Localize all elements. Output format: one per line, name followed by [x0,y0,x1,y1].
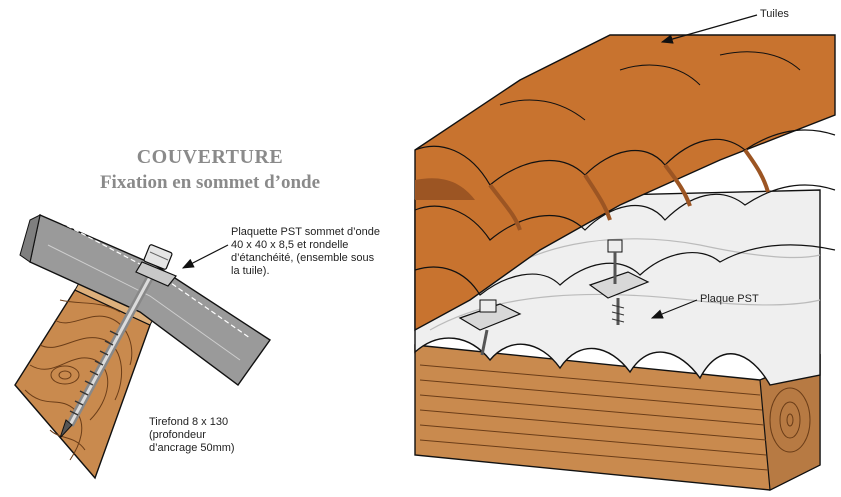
plaquette-label-line: Plaquette PST sommet d’onde [231,226,380,238]
timber-beam [414,344,821,491]
tirefond-label-line: (profondeur [149,429,206,441]
plaquette-label-line: 40 x 40 x 8,5 et rondelle [231,239,349,251]
tirefond-label: Tirefond 8 x 130 (profondeur d’ancrage 5… [149,416,235,455]
plaque-pst-label: Plaque PST [700,293,759,305]
tuiles-leader [660,14,758,44]
plaquette-label-line: d’étanchéité, (ensemble sous [231,252,375,264]
tuiles-label: Tuiles [760,8,789,20]
plaque-leader [650,299,698,319]
plaquette-label: Plaquette PST sommet d’onde 40 x 40 x 8,… [231,226,380,278]
diagram-title: COUVERTURE [136,146,284,168]
tirefond-label-line: d’ancrage 50mm) [149,442,235,454]
plaquette-label-line: la tuile). [231,265,270,277]
diagram-subtitle: Fixation en sommet d’onde [99,172,321,193]
tirefond-label-line: Tirefond 8 x 130 [149,416,229,428]
fixing-plate-2 [588,239,650,325]
tile-rows [414,34,836,332]
fixing-plate-1 [458,299,522,356]
fixing-screw [59,244,177,439]
plaquette-leader [181,244,229,269]
